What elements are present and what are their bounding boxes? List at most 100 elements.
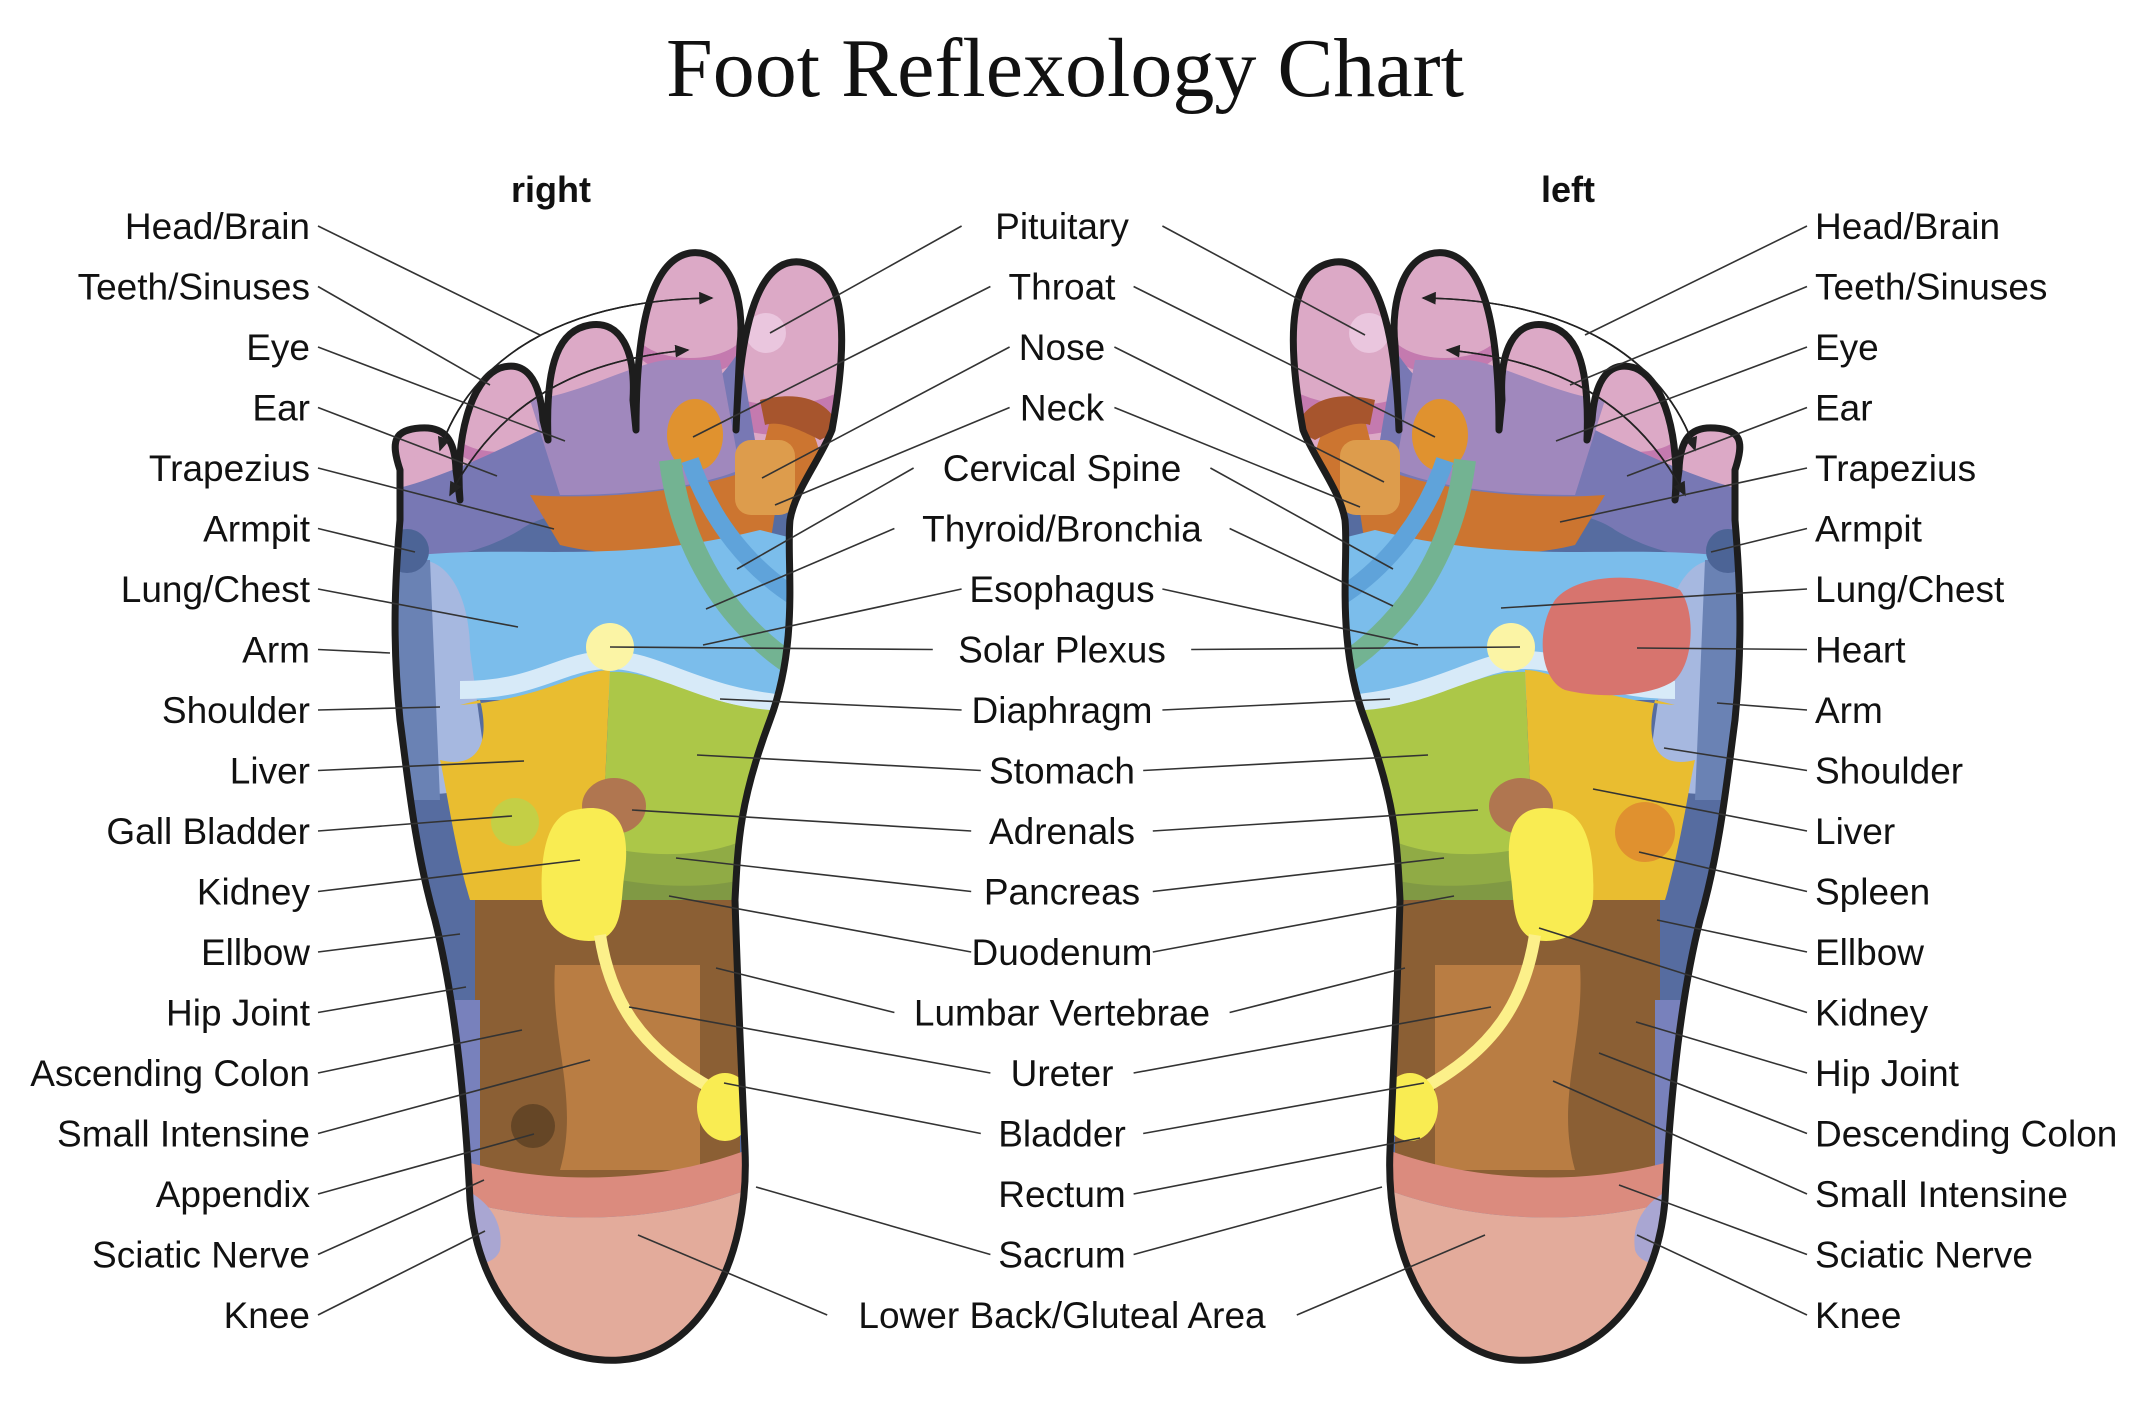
right-label-spleen: Spleen (1815, 872, 1930, 913)
cross-arrow-icon (1446, 349, 1686, 497)
right-label-eye: Eye (1815, 327, 1879, 368)
right-label-descending-colon: Descending Colon (1815, 1114, 2117, 1155)
leader-line (1210, 467, 1394, 570)
left-label-knee: Knee (224, 1295, 310, 1336)
center-label-bladder: Bladder (998, 1114, 1126, 1155)
arm-zone (395, 560, 440, 800)
leader-line (1656, 919, 1808, 953)
right-label-liver: Liver (1815, 811, 1895, 852)
center-label-ureter: Ureter (1011, 1053, 1114, 1094)
leader-line (774, 406, 1010, 506)
leader-line (1133, 285, 1436, 438)
leader-line (317, 285, 491, 386)
leader-line (317, 986, 467, 1014)
leader-line (668, 895, 972, 953)
leader-line (715, 967, 895, 1014)
leader-line (317, 1029, 523, 1074)
leader-line (702, 588, 962, 646)
leader-line (755, 1186, 991, 1256)
center-label-throat: Throat (1009, 267, 1117, 308)
center-label-duodenum: Duodenum (971, 932, 1152, 973)
right-label-arm: Arm (1815, 690, 1883, 731)
center-label-lower-back-gluteal-area: Lower Back/Gluteal Area (858, 1295, 1266, 1336)
left-label-lung-chest: Lung/Chest (121, 569, 311, 610)
leader-line (761, 346, 1010, 479)
kidney-zone (541, 808, 627, 941)
left-label-trapezius: Trapezius (149, 448, 310, 489)
appendix-spot (511, 1104, 555, 1148)
leader-line (1229, 967, 1406, 1014)
leader-line (1191, 646, 1521, 651)
leader-line (1143, 754, 1429, 772)
throat-zone (667, 399, 723, 471)
leader-line (696, 754, 981, 772)
leader-line (1636, 1234, 1808, 1316)
right-label-ear: Ear (1815, 388, 1873, 429)
right-label-sciatic-nerve: Sciatic Nerve (1815, 1235, 2033, 1276)
leader-line (637, 1234, 828, 1316)
right-label-kidney: Kidney (1815, 993, 1929, 1034)
leader-line (1152, 809, 1479, 832)
nose-zone (760, 396, 840, 440)
right-label-hip-joint: Hip Joint (1815, 1053, 1960, 1094)
right-label-knee: Knee (1815, 1295, 1901, 1336)
right-label-ellbow: Ellbow (1815, 932, 1924, 973)
left-label-ear: Ear (252, 388, 310, 429)
heart-zone (1542, 577, 1691, 696)
ureter-line (594, 934, 718, 1096)
leader-line (609, 646, 933, 651)
leader-line (317, 1230, 486, 1316)
leader-line (1296, 1234, 1486, 1316)
leader-line (1636, 647, 1808, 651)
rectum-band (430, 1145, 760, 1218)
neck-zone (735, 440, 795, 515)
leader-line (1626, 406, 1808, 477)
leader-line (1133, 1186, 1383, 1256)
cross-arrow-icon (449, 349, 689, 497)
leader-lines (317, 225, 1808, 1316)
leader-line (317, 1059, 591, 1135)
leader-line (317, 648, 391, 654)
left-label-armpit: Armpit (203, 509, 311, 550)
leader-line (1635, 1021, 1808, 1074)
left-label-teeth-sinuses: Teeth/Sinuses (78, 267, 310, 308)
leader-line (1500, 588, 1808, 609)
leader-line (317, 1179, 485, 1256)
leader-line (736, 467, 914, 570)
left-label-ellbow: Ellbow (201, 932, 310, 973)
armpit-spot (395, 529, 429, 573)
leader-line (1114, 346, 1385, 483)
pituitary-spot (746, 313, 786, 353)
leader-line (1552, 1080, 1808, 1195)
leader-line (1152, 895, 1455, 953)
left-label-gall-bladder: Gall Bladder (106, 811, 310, 852)
leader-line (1638, 851, 1808, 893)
left-label-arm: Arm (242, 630, 310, 671)
left-label-shoulder: Shoulder (162, 690, 310, 731)
left-label-liver: Liver (230, 751, 310, 792)
leader-line (675, 857, 972, 893)
leader-line (317, 527, 416, 553)
esophagus-band (659, 458, 806, 680)
leader-line (317, 706, 441, 711)
spleen-spot (1615, 802, 1675, 862)
right-foot-diagram (380, 240, 875, 1380)
leader-line (1133, 1137, 1421, 1195)
center-label-solar-plexus: Solar Plexus (958, 630, 1166, 671)
leader-line (1559, 467, 1808, 523)
leader-line (1133, 1006, 1492, 1074)
right-label-trapezius: Trapezius (1815, 448, 1976, 489)
gall-bladder-spot (491, 798, 539, 846)
center-label-sacrum: Sacrum (998, 1235, 1125, 1276)
leader-line (1538, 927, 1808, 1014)
leader-line (317, 225, 541, 336)
small-intestine-zone (554, 965, 700, 1170)
leader-line (1114, 406, 1361, 508)
leader-line (317, 859, 581, 893)
center-label-esophagus: Esophagus (969, 569, 1154, 610)
right-foot-label: right (511, 169, 591, 210)
cross-arrow-icon (1422, 297, 1698, 452)
leader-line (1162, 225, 1366, 336)
leader-line (317, 588, 519, 628)
